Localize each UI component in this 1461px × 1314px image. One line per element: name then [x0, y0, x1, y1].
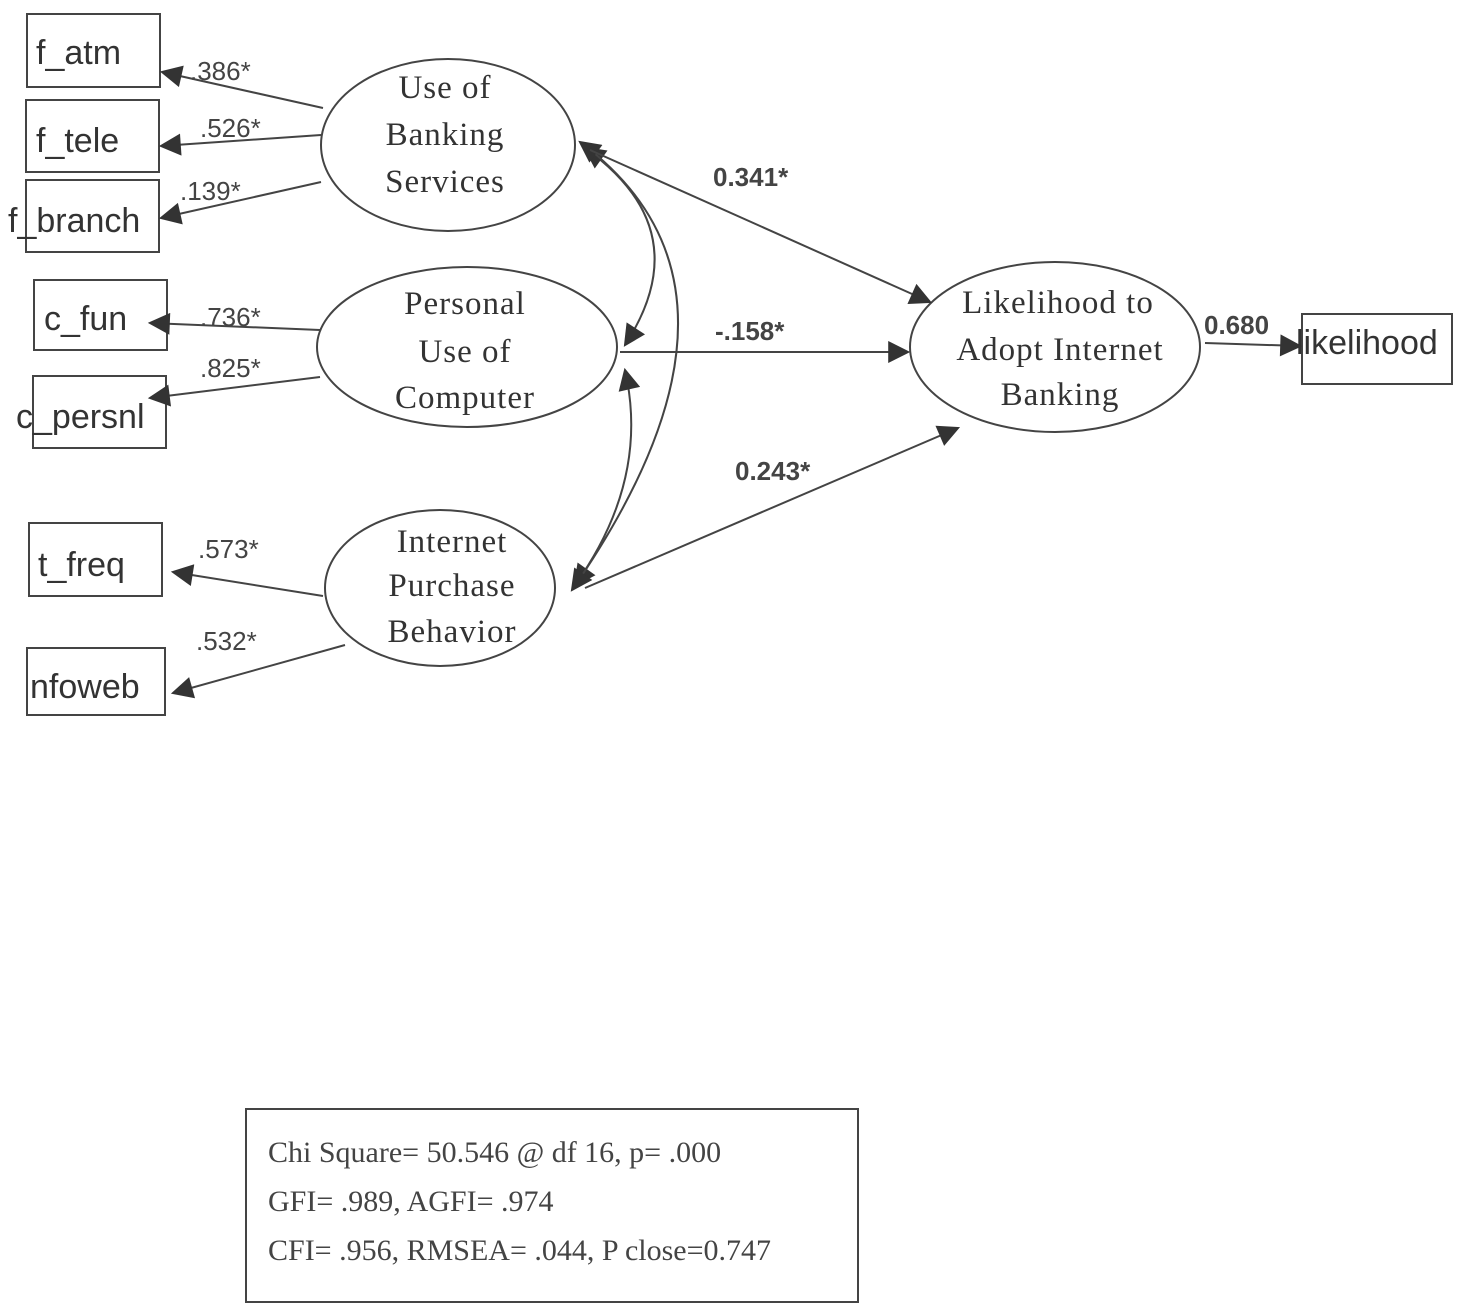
svg-text:likelihood: likelihood: [1296, 324, 1438, 362]
svg-text:Likelihood to: Likelihood to: [962, 285, 1154, 321]
latent-likelihood-adopt: Likelihood to Adopt Internet Banking: [909, 261, 1201, 433]
observed-c-persnl: c_persnl: [16, 375, 167, 449]
svg-text:Internet: Internet: [397, 524, 508, 560]
svg-text:Computer: Computer: [395, 380, 535, 416]
svg-text:nfoweb: nfoweb: [30, 668, 140, 706]
fit-line-3: CFI= .956, RMSEA= .044, P close=0.747: [268, 1234, 771, 1267]
observed-nfoweb: nfoweb: [26, 647, 166, 716]
loading-arrows: [147, 65, 1303, 699]
svg-text:Banking: Banking: [1001, 377, 1120, 413]
svg-text:c_persnl: c_persnl: [16, 398, 145, 436]
svg-text:f_branch: f_branch: [8, 202, 140, 240]
svg-text:f_atm: f_atm: [36, 34, 121, 72]
svg-text:Personal: Personal: [404, 286, 526, 322]
loading-f-branch: .139*: [180, 176, 241, 206]
svg-text:Use of: Use of: [398, 70, 491, 106]
observed-f-branch: f_branch: [8, 179, 160, 253]
svg-text:Behavior: Behavior: [388, 614, 517, 650]
path-computer-adopt: -.158*: [715, 316, 785, 346]
fit-statistics-box: Chi Square= 50.546 @ df 16, p= .000 GFI=…: [245, 1108, 859, 1303]
fit-line-1: Chi Square= 50.546 @ df 16, p= .000: [268, 1136, 721, 1169]
loading-nfoweb: .532*: [196, 626, 257, 656]
observed-t-freq: t_freq: [28, 522, 163, 597]
latent-personal-computer: Personal Use of Computer: [316, 266, 618, 428]
path-internet-adopt: 0.243*: [735, 456, 811, 486]
svg-text:Adopt Internet: Adopt Internet: [956, 332, 1163, 368]
svg-text:Services: Services: [385, 164, 505, 200]
fit-line-2: GFI= .989, AGFI= .974: [268, 1185, 554, 1218]
svg-text:Purchase: Purchase: [388, 568, 515, 604]
structural-paths: [584, 149, 961, 589]
loading-f-tele: .526*: [200, 113, 261, 143]
loading-c-persnl: .825*: [200, 353, 261, 383]
svg-text:c_fun: c_fun: [44, 300, 127, 338]
observed-likelihood: likelihood: [1296, 313, 1453, 385]
svg-text:Use of: Use of: [418, 334, 511, 370]
svg-text:Banking: Banking: [386, 117, 505, 153]
loading-c-fun: .736*: [200, 302, 261, 332]
svg-text:f_tele: f_tele: [36, 122, 119, 160]
loading-likelihood: 0.680: [1204, 310, 1269, 340]
observed-f-atm: f_atm: [26, 13, 161, 88]
loading-f-atm: .386*: [190, 56, 251, 86]
latent-banking-services: Use of Banking Services: [320, 58, 576, 232]
latent-internet-purchase: Internet Purchase Behavior: [324, 509, 556, 667]
path-banking-adopt: 0.341*: [713, 162, 789, 192]
loading-t-freq: .573*: [198, 534, 259, 564]
observed-f-tele: f_tele: [25, 99, 160, 173]
observed-c-fun: c_fun: [33, 279, 168, 351]
svg-text:t_freq: t_freq: [38, 546, 125, 584]
correlation-curves: [570, 140, 679, 592]
